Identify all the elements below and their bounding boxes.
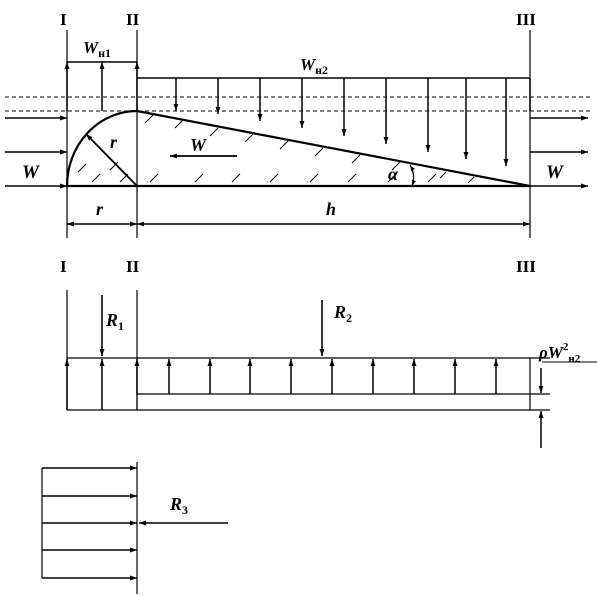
outlet-flow-arrows — [530, 115, 588, 189]
section-label-III-bottom: III — [516, 257, 536, 276]
section-label-I-top: I — [60, 10, 67, 29]
flow-label-w-internal: W — [190, 135, 208, 155]
section-label-I-bottom: I — [60, 257, 67, 276]
angle-label-alpha: α — [388, 164, 399, 184]
r2-label: R2 — [333, 302, 352, 325]
middle-upward-arrows-region2 — [166, 359, 499, 394]
bottom-diagram — [41, 462, 228, 594]
flow-label-w-right: W — [546, 162, 564, 183]
top-diagram — [5, 30, 590, 238]
r1-label: R1 — [105, 310, 124, 333]
flow-label-w-left: W — [22, 162, 40, 183]
load-region-2 — [137, 77, 531, 166]
angle-arc — [409, 164, 417, 187]
bottom-flow-arrows — [42, 465, 137, 581]
hatching — [77, 114, 475, 184]
load-label-wn1: Wн1 — [83, 38, 111, 60]
body-profile — [65, 109, 531, 188]
inlet-flow-arrows — [5, 115, 67, 189]
r3-label: R3 — [169, 494, 188, 517]
radius-arrow — [85, 133, 138, 187]
middle-diagram — [64, 290, 597, 448]
load-region-1 — [64, 61, 140, 111]
dimension-label-h: h — [326, 199, 336, 219]
section-label-II-bottom: II — [126, 257, 140, 276]
radius-label-r: r — [110, 132, 118, 152]
section-label-III-top: III — [516, 10, 536, 29]
middle-upward-arrows-region1 — [64, 359, 140, 410]
dimension-label-r: r — [96, 199, 104, 219]
section-label-II-top: II — [126, 10, 140, 29]
rho-w-label: ρW2н2 — [538, 341, 581, 365]
load-label-wn2: Wн2 — [300, 55, 328, 77]
